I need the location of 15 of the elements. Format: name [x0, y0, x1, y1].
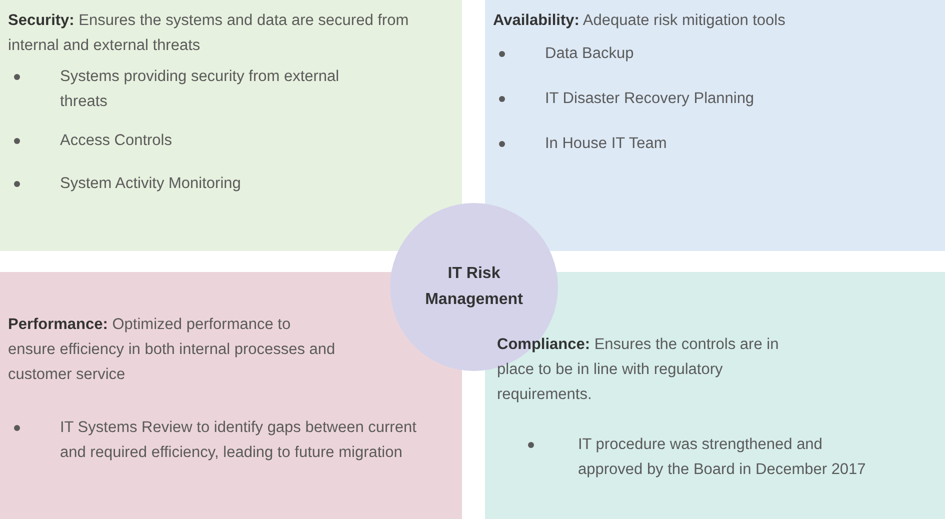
quadrant-panel [485, 0, 945, 251]
panel-description: Performance: Optimized performance to ensure efficiency in both internal processes and customer service [8, 315, 336, 385]
panel-description: Security: Ensures the systems and data are secured from internal and external threats [8, 11, 410, 56]
bullet-text: Data Backup [545, 44, 635, 64]
bullet-text: System Activity Monitoring [60, 174, 242, 194]
bullet-text: Systems providing security from external threats [60, 67, 340, 112]
bullet-text: Access Controls [60, 131, 173, 151]
bullet-text: In House IT Team [545, 134, 668, 154]
panel-description: Availability: Adequate risk mitigation tools [493, 11, 786, 31]
bullet-text: IT Systems Review to identify gaps between current and required efficiency, leading to future migration [60, 418, 418, 463]
circle-title: IT Risk Management [424, 264, 524, 310]
bullet-text: IT Disaster Recovery Planning [545, 89, 756, 109]
quadrant-panel [0, 0, 462, 251]
bullet-text: IT procedure was strengthened and approved by the Board in December 2017 [578, 435, 867, 480]
panel-description: Compliance: Ensures the controls are in place to be in line with regulatory requirements. [497, 335, 780, 405]
